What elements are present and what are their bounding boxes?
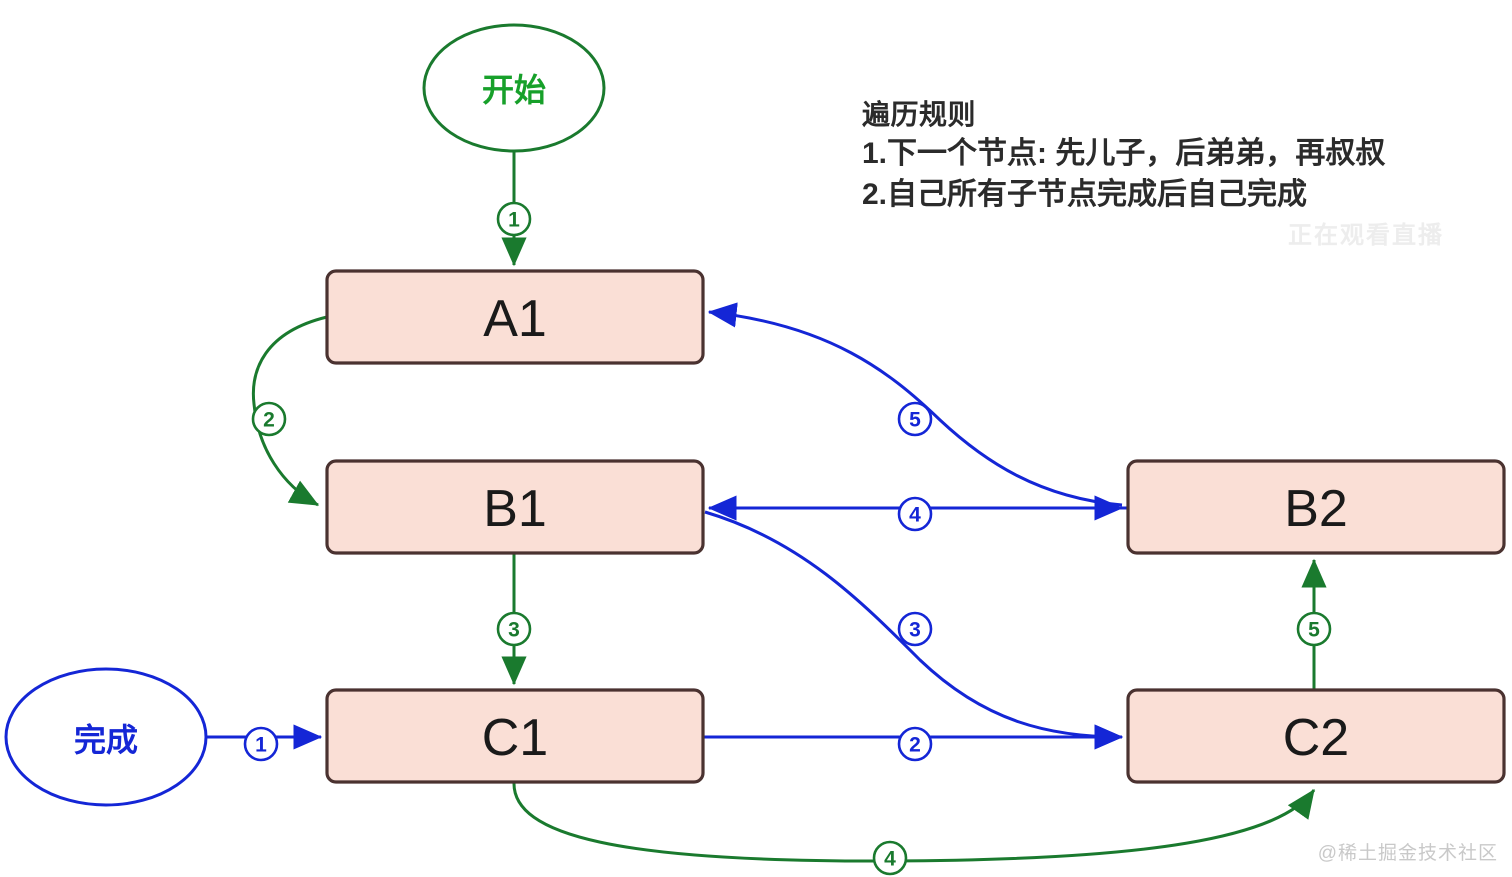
node-c2-label: C2 <box>1283 709 1349 767</box>
terminal-start-label: 开始 <box>482 72 546 108</box>
legend-rule-1: 1.下一个节点: 先儿子，后弟弟，再叔叔 <box>862 137 1386 171</box>
terminal-done[interactable]: 完成 <box>4 667 208 807</box>
badge-start-a1: 1 <box>496 201 532 237</box>
badge-a1-b1: 2 <box>251 401 287 437</box>
terminal-start[interactable]: 开始 <box>422 23 606 153</box>
badge-c2-b2: 5 <box>1296 611 1332 647</box>
svg-text:1: 1 <box>255 734 267 757</box>
legend-rule-2: 2.自己所有子节点完成后自己完成 <box>862 177 1308 211</box>
node-b1-label: B1 <box>483 480 547 538</box>
faint-watermark: 正在观看直播 <box>1288 222 1444 249</box>
node-a1[interactable]: A1 <box>325 269 705 365</box>
edge-c1-to-c2-bottom <box>512 781 1316 863</box>
svg-text:5: 5 <box>1308 619 1320 642</box>
badge-b2-b1: 4 <box>897 496 933 532</box>
edge-b1-to-c2 <box>704 510 1124 750</box>
terminal-done-label: 完成 <box>74 722 138 758</box>
svg-text:4: 4 <box>909 504 921 527</box>
edge-b2-to-a1 <box>707 302 1123 507</box>
badge-c1-c2-bottom: 4 <box>872 840 908 876</box>
node-a1-label: A1 <box>483 290 547 348</box>
node-c1[interactable]: C1 <box>325 688 705 784</box>
node-b2[interactable]: B2 <box>1126 459 1506 555</box>
corner-watermark: @稀土掘金技术社区 <box>1317 843 1498 864</box>
badge-done-c1: 1 <box>243 726 279 762</box>
badge-b1-c2: 3 <box>897 611 933 647</box>
node-c1-label: C1 <box>482 709 548 767</box>
svg-text:4: 4 <box>884 848 896 871</box>
svg-text:2: 2 <box>263 409 275 432</box>
svg-text:2: 2 <box>909 734 921 757</box>
node-b2-label: B2 <box>1284 480 1348 538</box>
node-c2[interactable]: C2 <box>1126 688 1506 784</box>
svg-text:5: 5 <box>909 409 921 432</box>
svg-text:1: 1 <box>508 209 520 232</box>
badge-b2-a1: 5 <box>897 401 933 437</box>
svg-text:3: 3 <box>909 619 921 642</box>
node-b1[interactable]: B1 <box>325 459 705 555</box>
badge-b1-c1: 3 <box>496 611 532 647</box>
legend-title: 遍历规则 <box>862 99 977 130</box>
traversal-rules-legend: 遍历规则 1.下一个节点: 先儿子，后弟弟，再叔叔 2.自己所有子节点完成后自己… <box>862 96 1482 216</box>
edge-a1-to-b1 <box>251 315 328 507</box>
badge-c1-c2: 2 <box>897 726 933 762</box>
svg-text:3: 3 <box>508 619 520 642</box>
